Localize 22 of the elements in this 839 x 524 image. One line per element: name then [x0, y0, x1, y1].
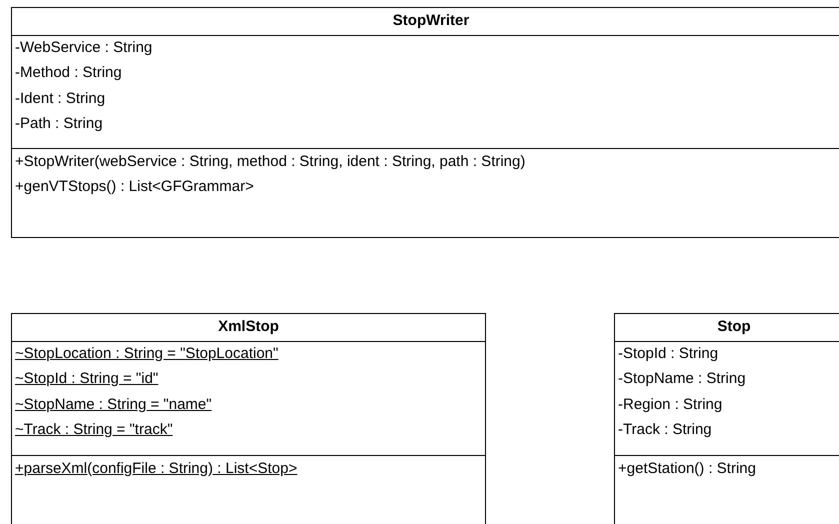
class-name: StopWriter: [12, 8, 839, 36]
operation-text: +StopWriter(webService : String, method : String, ident : String, path : String): [14, 152, 526, 172]
class-name: XmlStop: [12, 314, 485, 342]
attribute-text: ~StopId : String = "id": [14, 369, 158, 389]
attribute-text: -Path : String: [14, 114, 103, 134]
class-box: [614, 313, 839, 524]
attribute-text: -WebService : String: [14, 38, 152, 58]
class-box: [11, 313, 486, 524]
operation-text: +genVTStops() : List<GFGrammar>: [14, 177, 254, 197]
attribute-text: -Region : String: [617, 394, 722, 414]
attribute-text: ~StopName : String = "name": [14, 394, 212, 414]
attribute-text: -Method : String: [14, 63, 122, 83]
attribute-text: ~Track : String = "track": [14, 420, 173, 440]
class-box: [11, 7, 839, 238]
operation-text: +parseXml(configFile : String) : List<Stop>: [14, 458, 298, 478]
attribute-text: -StopId : String: [617, 344, 718, 364]
attribute-text: -StopName : String: [617, 369, 746, 389]
class-name: Stop: [615, 314, 839, 342]
attribute-text: -Track : String: [617, 420, 712, 440]
attribute-text: ~StopLocation : String = "StopLocation": [14, 344, 278, 364]
attribute-text: -Ident : String: [14, 88, 106, 108]
operation-text: +getStation() : String: [617, 458, 756, 478]
